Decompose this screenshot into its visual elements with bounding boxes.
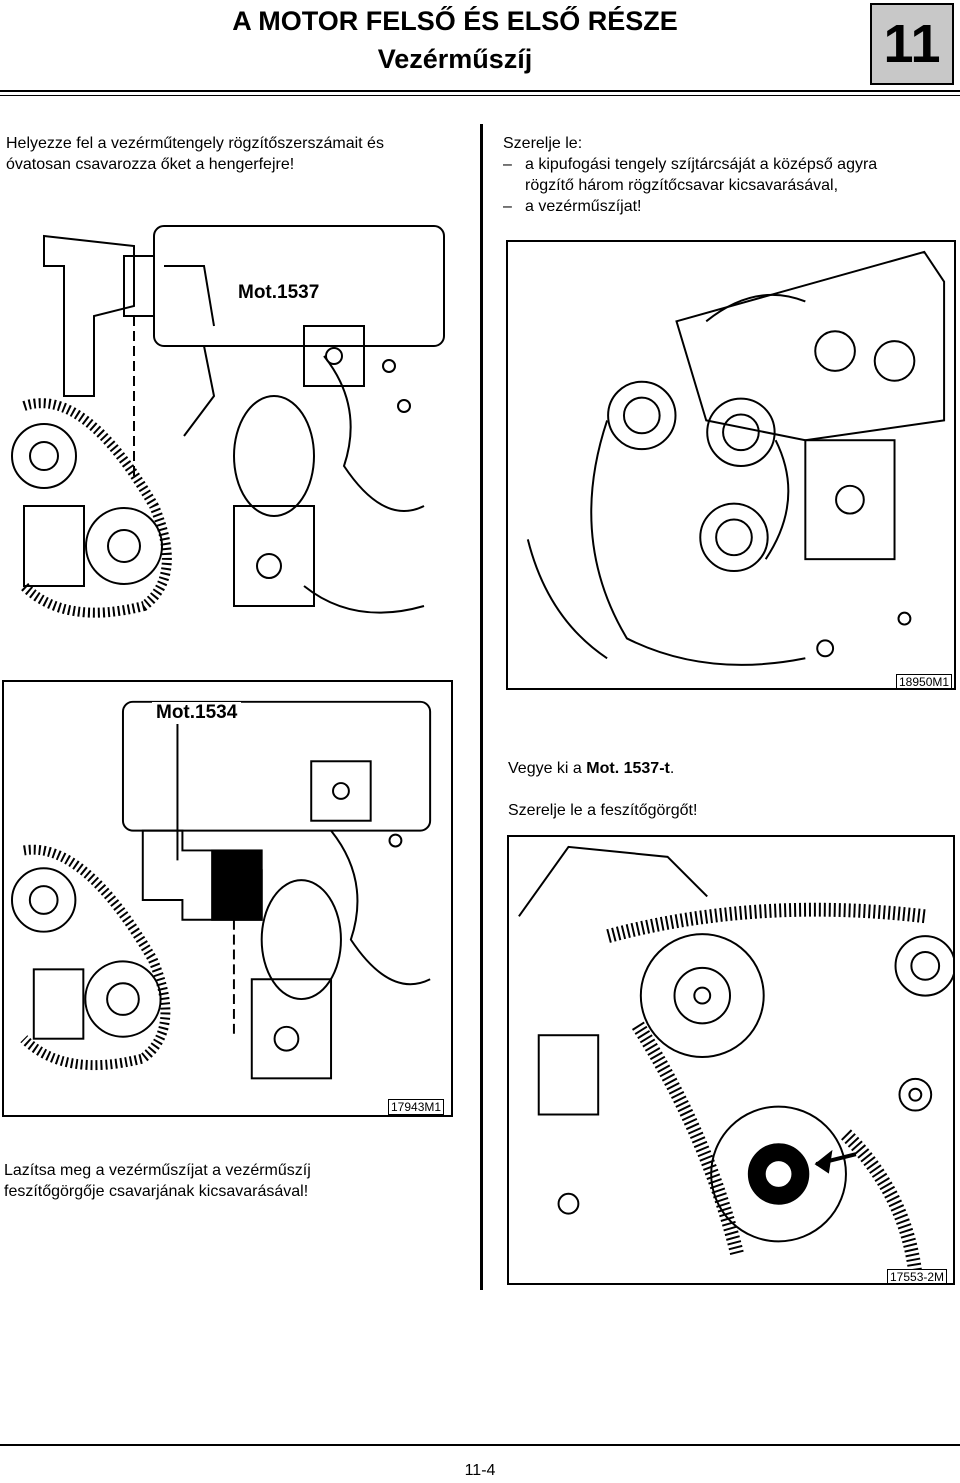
remove-item-1-line-1: –a kipufogási tengely szíjtárcsáját a kö… [503,154,953,175]
figure-tensioner-pulley: 17553-2M [507,835,955,1285]
header-rule [0,90,960,92]
loosen-line-1: Lazítsa meg a vezérműszíjat a vezérműszí… [4,1162,311,1179]
remove-item-1-text-2: rögzítő három rögzítőcsavar kicsavarásáv… [525,177,839,194]
page-number: 11-4 [464,1462,496,1479]
remove-instructions: Szerelje le: –a kipufogási tengely szíjt… [503,133,953,217]
page-title: A MOTOR FELSŐ ÉS ELSŐ RÉSZE [232,6,678,36]
loosen-line-2: feszítőgörgője csavarjának kicsavarásáva… [4,1183,309,1200]
figure-reference-18950M1: 18950M1 [896,674,953,688]
figure-engine-pulleys: 18950M1 [506,240,956,690]
remove-item-2-text: a vezérműszíjat! [525,198,642,215]
remove-item-1-text: a kipufogási tengely szíjtárcsáját a köz… [525,156,878,173]
column-divider [480,124,483,1290]
engine-illustration-1 [11,225,445,618]
page-subtitle: Vezérműszíj [377,44,533,74]
intro-line-2: óvatosan csavarozza őket a hengerfejre! [6,156,295,173]
loosen-belt-text: Lazítsa meg a vezérműszíjat a vezérműszí… [4,1160,464,1202]
step-remove-tool: Vegye ki a Mot. 1537-t. [508,758,948,779]
intro-line-1: Helyezze fel a vezérműtengely rögzítősze… [6,135,384,152]
step-remove-tensioner: Szerelje le a feszítőgörgőt! [508,802,698,819]
figure-engine-tool-mot1537: Mot.1537 [4,206,451,650]
chapter-number-box: 11 [870,3,954,85]
engine-illustration-2 [10,700,432,1080]
figure-reference-17553-2M: 17553-2M [887,1269,948,1283]
list-dash: – [503,198,512,215]
remove-heading: Szerelje le: [503,135,583,152]
engine-illustration-3 [526,250,946,666]
step1-prefix: Vegye ki a [508,760,587,777]
header-rule-thin [0,95,960,96]
tool-label-mot1534: Mot.1534 [152,702,242,724]
figure-engine-tool-mot1534: Mot.1534 17943M1 [2,680,453,1117]
remove-item-1-line-2: rögzítő három rögzítőcsavar kicsavarásáv… [503,175,953,196]
engine-illustration-4 [518,845,953,1274]
intro-text: Helyezze fel a vezérműtengely rögzítősze… [6,133,466,175]
tool-label-mot1537: Mot.1537 [234,282,324,304]
footer-rule [0,1444,960,1446]
step1-suffix: . [669,760,675,777]
remove-item-2: –a vezérműszíjat! [503,196,953,217]
figure-reference-17943M1: 17943M1 [388,1099,445,1115]
step1-tool-ref: Mot. 1537-t [586,760,670,777]
list-dash: – [503,156,512,173]
